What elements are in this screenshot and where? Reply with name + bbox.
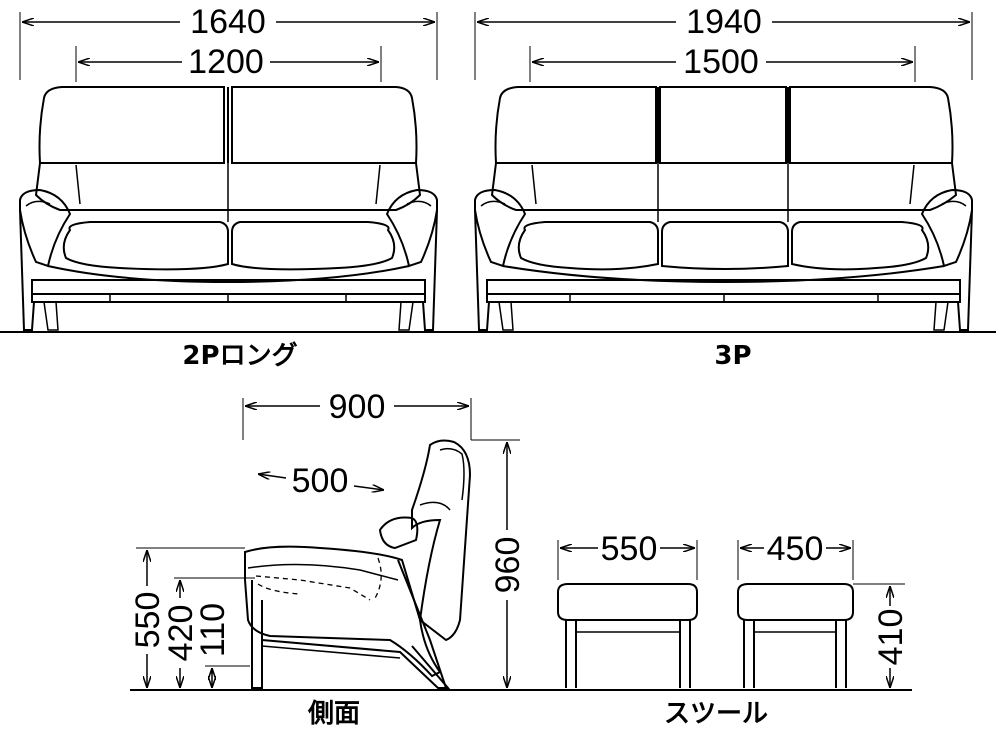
caption-sofa-3p: 3P (714, 341, 751, 371)
dim-side-height: 960 (489, 537, 527, 594)
stool-large-drawing (557, 540, 698, 688)
dim-side-base-height: 110 (194, 603, 232, 657)
dim-side-seat-height: 420 (162, 605, 200, 662)
dim-stool-large-width: 550 (601, 530, 658, 568)
dim-3p-outer-width: 1940 (686, 3, 762, 41)
dim-2p-outer-width: 1640 (190, 3, 266, 41)
stool-small-drawing (737, 540, 905, 688)
sofa-3p-front-view (474, 12, 973, 331)
dim-side-depth: 900 (329, 388, 386, 426)
dim-2p-seat-width: 1200 (188, 43, 264, 81)
dim-side-arm-height: 550 (129, 592, 167, 649)
side-view-drawing (136, 398, 520, 689)
caption-sofa-2p: 2Pロング (182, 341, 297, 371)
dim-stool-height: 410 (872, 609, 910, 666)
dim-3p-seat-width: 1500 (683, 43, 759, 81)
dim-side-seat-depth: 500 (292, 462, 349, 500)
sofa-2p-front-view (19, 12, 438, 331)
caption-side-view: 側面 (307, 699, 360, 729)
dim-stool-small-width: 450 (767, 530, 824, 568)
caption-stool: スツール (664, 699, 768, 729)
